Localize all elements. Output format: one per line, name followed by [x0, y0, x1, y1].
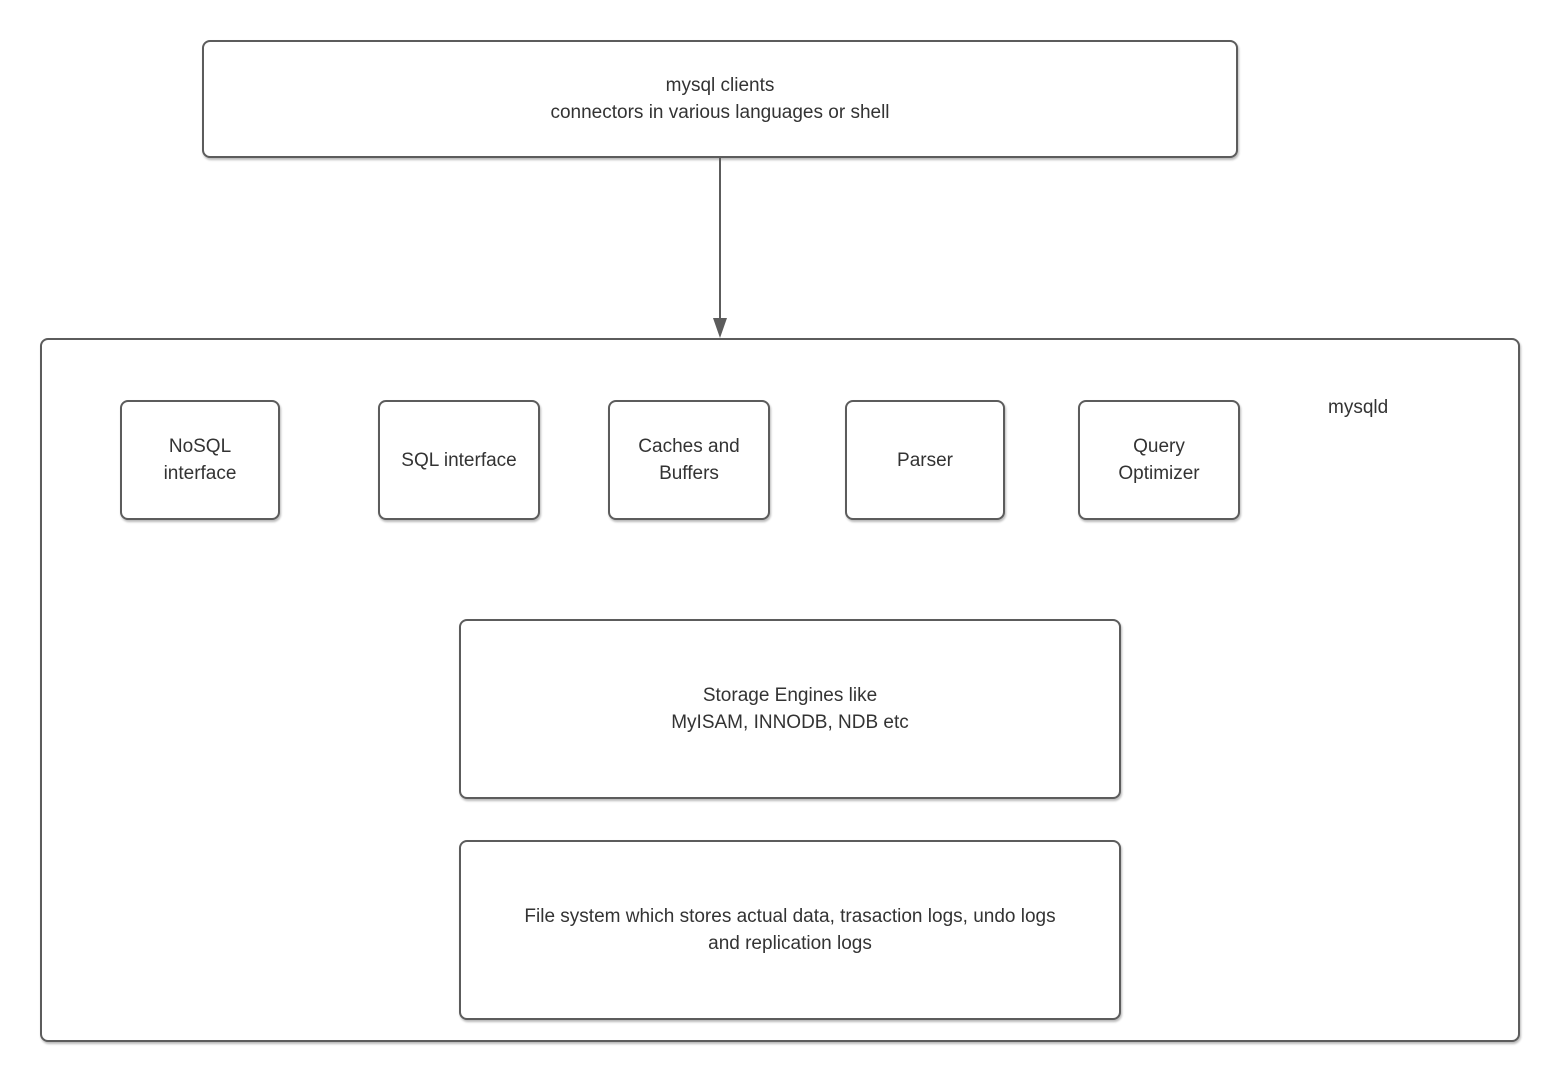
component-caches-buffers: Caches and Buffers [608, 400, 770, 520]
storage-engines-box: Storage Engines like MyISAM, INNODB, NDB… [459, 619, 1121, 799]
component-label: Query Optimizer [1118, 436, 1200, 484]
clients-box-label: mysql clients connectors in various lang… [550, 75, 890, 123]
component-query-optimizer: Query Optimizer [1078, 400, 1240, 520]
component-sql-interface: SQL interface [378, 400, 540, 520]
component-nosql-interface: NoSQL interface [120, 400, 280, 520]
component-parser: Parser [845, 400, 1005, 520]
flow-arrow [713, 158, 727, 338]
component-label: NoSQL interface [163, 436, 237, 484]
file-system-box: File system which stores actual data, tr… [459, 840, 1121, 1020]
file-system-label: File system which stores actual data, tr… [524, 906, 1056, 954]
component-label: SQL interface [401, 449, 517, 471]
clients-box: mysql clients connectors in various lang… [202, 40, 1238, 158]
mysqld-label: mysqld [1328, 397, 1389, 418]
component-label: Caches and Buffers [638, 436, 740, 484]
storage-engines-label: Storage Engines like MyISAM, INNODB, NDB… [671, 685, 909, 733]
component-label: Parser [897, 449, 953, 471]
